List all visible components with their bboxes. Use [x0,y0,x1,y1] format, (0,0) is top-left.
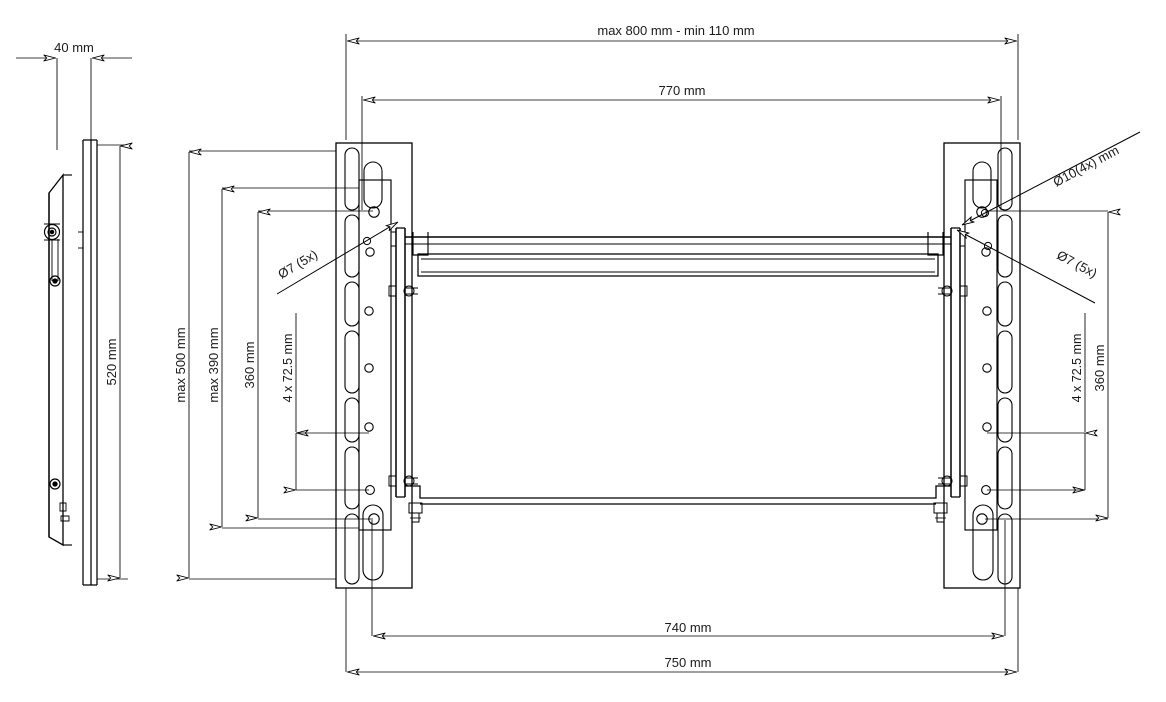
dim-right-360mm [985,211,1108,519]
dim-label-740mm: 740 mm [665,620,712,635]
dim-40mm [16,58,132,150]
dim-max800-min110 [345,34,1019,140]
dim-740mm [371,520,1006,636]
dim-label-max500mm: max 500 mm [173,327,188,402]
dim-max500mm [189,151,336,579]
dim-label-770mm: 770 mm [659,83,706,98]
dim-label-left-4x72-5mm: 4 x 72.5 mm [281,334,295,403]
left-tilt-arm [388,227,418,498]
callout-label-right-large-hole: Ø10(4x) mm [1050,142,1121,189]
callout-label-right-hole: Ø7 (5x) [1054,247,1099,281]
dim-label-right-360mm: 360 mm [1092,345,1107,392]
dim-label-left-360mm: 360 mm [242,342,257,389]
leader-right-hole [956,229,1096,304]
dim-label-40mm: 40 mm [54,40,94,55]
dim-right-4x72-5mm [987,313,1085,490]
leader-left-hole [276,221,399,295]
right-tilt-arm [938,227,968,498]
dim-left-4x72-5mm [296,313,369,490]
dim-label-520mm: 520 mm [104,339,119,386]
dim-520mm [97,145,128,579]
dim-label-right-4x72-5mm: 4 x 72.5 mm [1070,334,1084,403]
side-profile-view [16,58,132,586]
dim-770mm [361,96,1002,210]
center-rail-assembly [405,232,951,523]
callout-label-left-hole: Ø7 (5x) [275,247,320,282]
dim-max390mm [222,188,359,528]
leader-right-large-hole [961,131,1141,226]
dim-750mm [345,588,1019,672]
left-wall-plate [335,142,413,589]
right-wall-plate [943,142,1021,589]
dim-label-max390mm: max 390 mm [206,327,221,402]
dim-label-750mm: 750 mm [665,655,712,670]
dim-left-360mm [258,211,373,519]
dim-label-max800-min110: max 800 mm - min 110 mm [597,23,754,38]
